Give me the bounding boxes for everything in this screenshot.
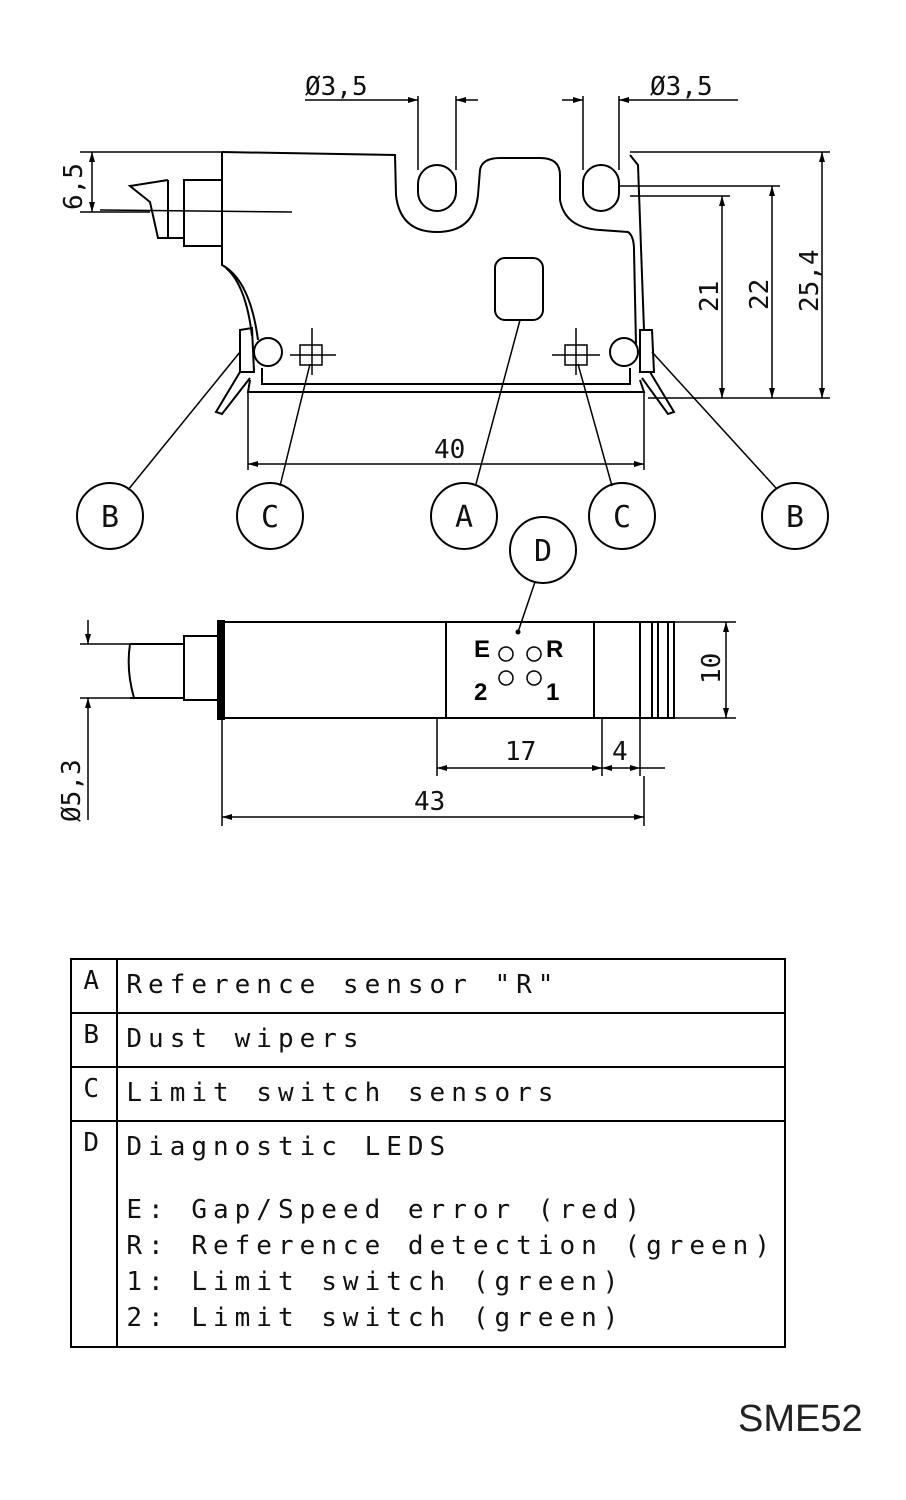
led-label-r: R [546, 636, 563, 663]
led-e [498, 646, 514, 662]
callout-c-right-label: C [613, 500, 631, 535]
legend-table: A Reference sensor "R" B Dust wipers C L… [69, 958, 786, 1348]
led-leader-dot [515, 629, 521, 635]
legend-row-d: D Diagnostic LEDS E: Gap/Speed error (re… [69, 1120, 786, 1348]
led-2 [498, 670, 514, 686]
dim-hole-left: Ø3,5 [305, 72, 368, 102]
reference-sensor-window [494, 257, 544, 321]
legend-key-b: B [69, 1012, 119, 1068]
callout-c-right: C [588, 482, 656, 550]
legend-d-item-r: R: Reference detection (green) [126, 1231, 776, 1261]
limit-sensor-marker-left [290, 328, 336, 375]
legend-d-item-e: E: Gap/Speed error (red) [126, 1195, 647, 1225]
callout-d: D [509, 516, 577, 584]
callout-b-right-label: B [786, 500, 804, 535]
dim-hole-right: Ø3,5 [650, 72, 713, 102]
led-label-1: 1 [546, 679, 559, 706]
legend-key-d: D [69, 1120, 119, 1348]
dim-cable-top: 6,5 [59, 163, 89, 210]
sensor-body-left-edge [221, 152, 259, 341]
callout-a: A [430, 482, 498, 550]
callout-b-left: B [76, 482, 144, 550]
legend-key-a: A [69, 958, 119, 1014]
side-body [221, 621, 675, 719]
diagnostic-leds: E R 2 1 [474, 629, 563, 706]
cable-stub-top [99, 179, 293, 247]
legend-text-b: Dust wipers [116, 1012, 786, 1068]
sensor-body-right-edge [629, 154, 645, 331]
cable-side [80, 635, 223, 701]
legend-text-c: Limit switch sensors [116, 1066, 786, 1122]
led-r [526, 646, 542, 662]
legend-row-a: A Reference sensor "R" [69, 958, 786, 1014]
callout-leaders [127, 319, 777, 633]
callout-d-label: D [534, 534, 552, 569]
callout-c-left: C [236, 482, 304, 550]
sensor-body-inner-left [225, 267, 253, 337]
limit-sensor-marker-right [552, 328, 600, 375]
legend-d-item-2: 2: Limit switch (green) [126, 1303, 625, 1333]
side-dimensions [85, 620, 736, 826]
technical-drawing: Ø3,5 Ø3,5 6,5 21 22 25,4 40 B C A C B D [57, 72, 830, 826]
dim-len4: 4 [612, 737, 628, 767]
legend-cell-d: Diagnostic LEDS E: Gap/Speed error (red)… [116, 1120, 786, 1348]
dim-len43: 43 [414, 787, 445, 817]
dust-wiper-left [214, 326, 283, 416]
led-label-2: 2 [474, 679, 487, 706]
mount-hole-right [582, 164, 620, 212]
led-label-e: E [474, 636, 490, 663]
callout-c-left-label: C [261, 500, 279, 535]
sensor-base [246, 368, 646, 393]
dim-width40: 40 [434, 435, 465, 465]
legend-row-b: B Dust wipers [69, 1012, 786, 1068]
legend-text-a: Reference sensor "R" [116, 958, 786, 1014]
legend-d-item-1: 1: Limit switch (green) [126, 1267, 625, 1297]
legend-key-c: C [69, 1066, 119, 1122]
dust-wiper-right [609, 329, 676, 416]
side-view: E R 2 1 [80, 620, 675, 720]
callout-b-right: B [761, 482, 829, 550]
model-label: SME52 [738, 1398, 863, 1440]
legend-row-c: C Limit switch sensors [69, 1066, 786, 1122]
legend-text-d: Diagnostic LEDS [126, 1132, 452, 1162]
legend-d-items: E: Gap/Speed error (red) R: Reference de… [126, 1192, 776, 1336]
led-1 [526, 670, 542, 686]
top-view [99, 151, 676, 416]
dim-height10: 10 [697, 653, 727, 684]
callout-b-left-label: B [101, 500, 119, 535]
dim-len17: 17 [505, 737, 536, 767]
sensor-body-outline [221, 151, 637, 346]
callout-a-label: A [455, 500, 473, 535]
dim-h21: 21 [695, 281, 725, 312]
mount-hole-left [417, 164, 457, 212]
top-dimensions [80, 96, 830, 470]
dim-cable-dia: Ø5,3 [57, 759, 87, 822]
dim-h22: 22 [745, 279, 775, 310]
dim-h25: 25,4 [795, 249, 825, 312]
